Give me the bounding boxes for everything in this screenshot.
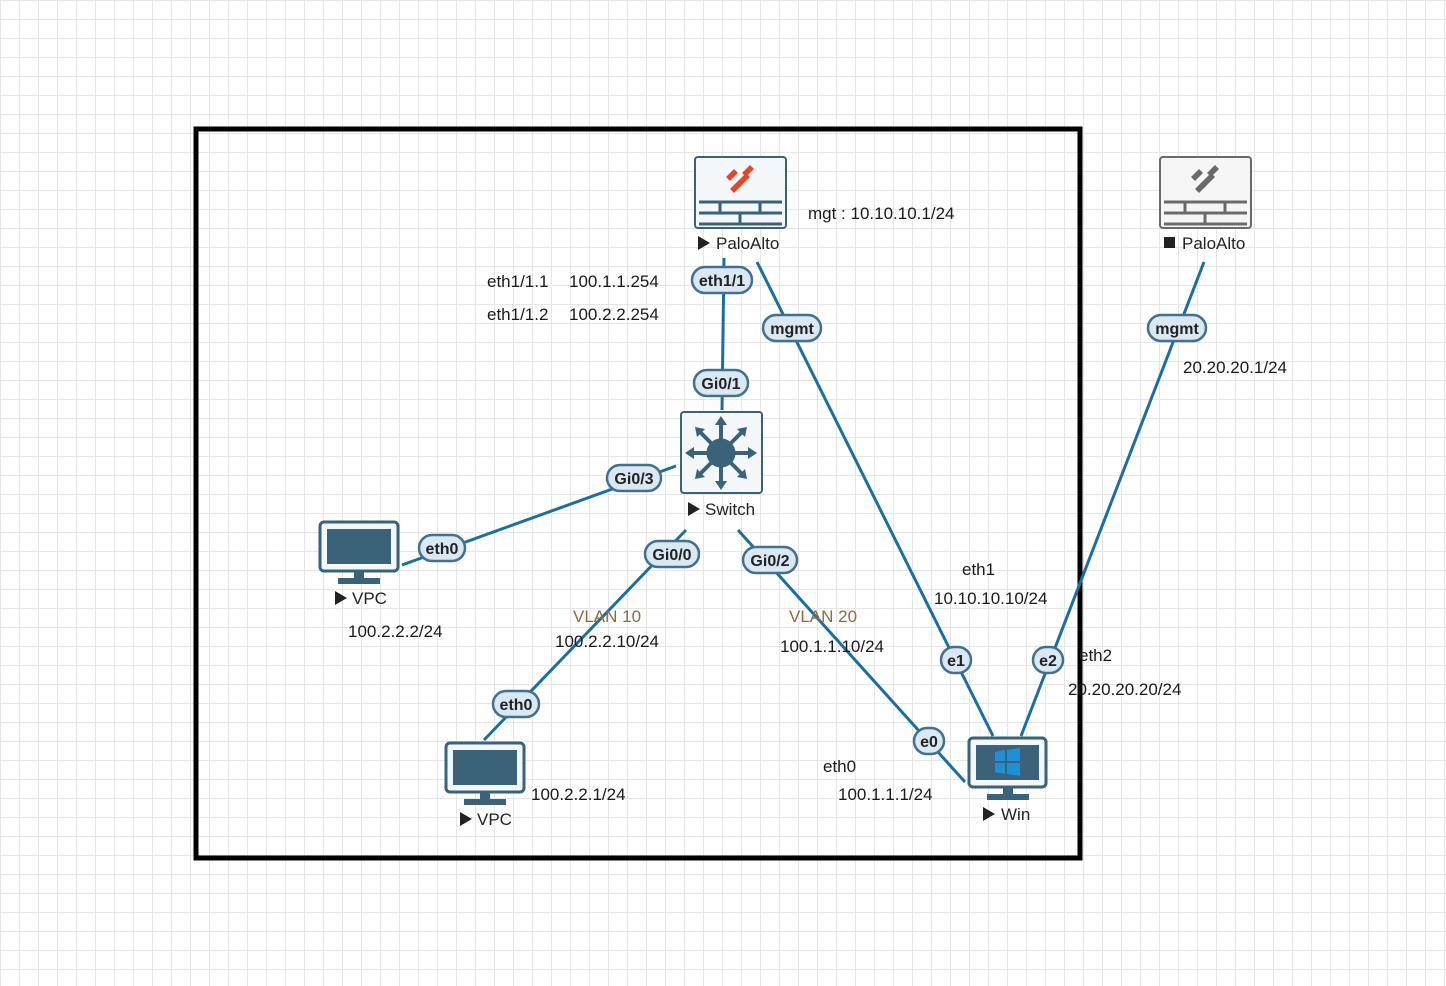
port-badge-win-e0[interactable]: e0 (912, 726, 946, 756)
node-label: PaloAlto (1182, 234, 1245, 253)
svg-text:mgmt: mgmt (770, 321, 814, 338)
svg-text:e1: e1 (947, 653, 965, 670)
annotation-win-eth2-ip: 20.20.20.20/24 (1068, 680, 1181, 699)
svg-text:eth0: eth0 (500, 697, 533, 714)
stop-icon (1164, 237, 1175, 248)
svg-text:e2: e2 (1039, 653, 1057, 670)
play-icon (460, 812, 472, 826)
port-badge-pa1-mgmt[interactable]: mgmt (761, 313, 823, 343)
annotation-win-eth0-ip: 100.1.1.1/24 (838, 785, 933, 804)
node-label: VPC (352, 589, 387, 608)
switch-arrows-icon (685, 416, 757, 490)
port-badges: eth1/1 mgmt mgmt Gi0/1 Gi0/3 Gi0/0 Gi0/2 (417, 265, 1208, 756)
annotation-win-eth0: eth0 (823, 757, 856, 776)
play-icon (698, 236, 710, 250)
lab-frame (193, 126, 1083, 861)
firewall-icon (694, 156, 787, 229)
node-label: PaloAlto (716, 234, 779, 253)
svg-text:Gi0/0: Gi0/0 (652, 547, 691, 564)
annotation-vlan20: VLAN 20 (789, 607, 857, 626)
paloalto-node-1[interactable]: PaloAlto (694, 156, 787, 253)
annotation-mgt: mgt : 10.10.10.1/24 (808, 204, 955, 223)
port-badge-win-e1[interactable]: e1 (939, 645, 973, 675)
annotation-pa2-mgmt-ip: 20.20.20.1/24 (1183, 358, 1287, 377)
annotation-win-eth1-ip: 10.10.10.10/24 (934, 589, 1047, 608)
vpc-node-1[interactable]: VPC (318, 520, 400, 608)
firewall-brick-icon (1164, 200, 1247, 226)
port-badge-sw-gi00[interactable]: Gi0/0 (643, 539, 701, 569)
port-badge-sw-gi03[interactable]: Gi0/3 (605, 463, 663, 493)
annotation-vpc2-ip: 100.2.2.1/24 (531, 785, 626, 804)
annotation-vlan20-ip: 100.1.1.10/24 (780, 637, 884, 656)
node-label: Win (1001, 805, 1030, 824)
play-icon (335, 591, 347, 605)
annotation-vlan10-ip: 100.2.2.10/24 (555, 632, 659, 651)
annotation-vlan10: VLAN 10 (573, 607, 641, 626)
svg-text:Gi0/2: Gi0/2 (750, 553, 789, 570)
play-icon (688, 502, 700, 516)
paloalto-logo-icon (726, 165, 754, 193)
port-badge-vpc2-eth0[interactable]: eth0 (491, 689, 541, 719)
annotation-win-eth1: eth1 (962, 560, 995, 579)
annotation-vpc1-ip: 100.2.2.2/24 (348, 622, 443, 641)
win-node[interactable]: Win (967, 736, 1048, 824)
annotation-sub2-if: eth1/1.2 (487, 305, 548, 324)
paloalto-node-2[interactable]: PaloAlto (1159, 156, 1252, 253)
port-badge-pa2-mgmt[interactable]: mgmt (1146, 313, 1208, 343)
svg-text:Gi0/1: Gi0/1 (701, 376, 740, 393)
port-badge-win-e2[interactable]: e2 (1031, 645, 1065, 675)
svg-text:e0: e0 (920, 734, 938, 751)
switch-node[interactable]: Switch (680, 411, 763, 519)
svg-text:Gi0/3: Gi0/3 (614, 471, 653, 488)
annotation-sub1-if: eth1/1.1 (487, 272, 548, 291)
node-label: Switch (705, 500, 755, 519)
svg-text:eth1/1: eth1/1 (699, 273, 745, 290)
svg-text:mgmt: mgmt (1155, 321, 1199, 338)
annotation-sub2-ip: 100.2.2.254 (569, 305, 659, 324)
play-icon (983, 807, 995, 821)
port-badge-sw-gi02[interactable]: Gi0/2 (741, 545, 799, 575)
port-badge-vpc1-eth0[interactable]: eth0 (417, 533, 467, 563)
node-label: VPC (477, 810, 512, 829)
annotation-win-eth2: eth2 (1079, 646, 1112, 665)
svg-text:eth0: eth0 (426, 541, 459, 558)
port-badge-pa1-eth11[interactable]: eth1/1 (690, 265, 754, 295)
annotations: mgt : 10.10.10.1/24 eth1/1.1 100.1.1.254… (348, 204, 1287, 804)
paloalto-logo-icon (1191, 165, 1219, 193)
firewall-icon (1159, 156, 1252, 229)
firewall-brick-icon (699, 200, 782, 226)
port-badge-sw-gi01[interactable]: Gi0/1 (692, 368, 750, 398)
vpc-node-2[interactable]: VPC (444, 741, 526, 829)
annotation-sub1-ip: 100.1.1.254 (569, 272, 659, 291)
windows-logo-icon (995, 748, 1020, 776)
